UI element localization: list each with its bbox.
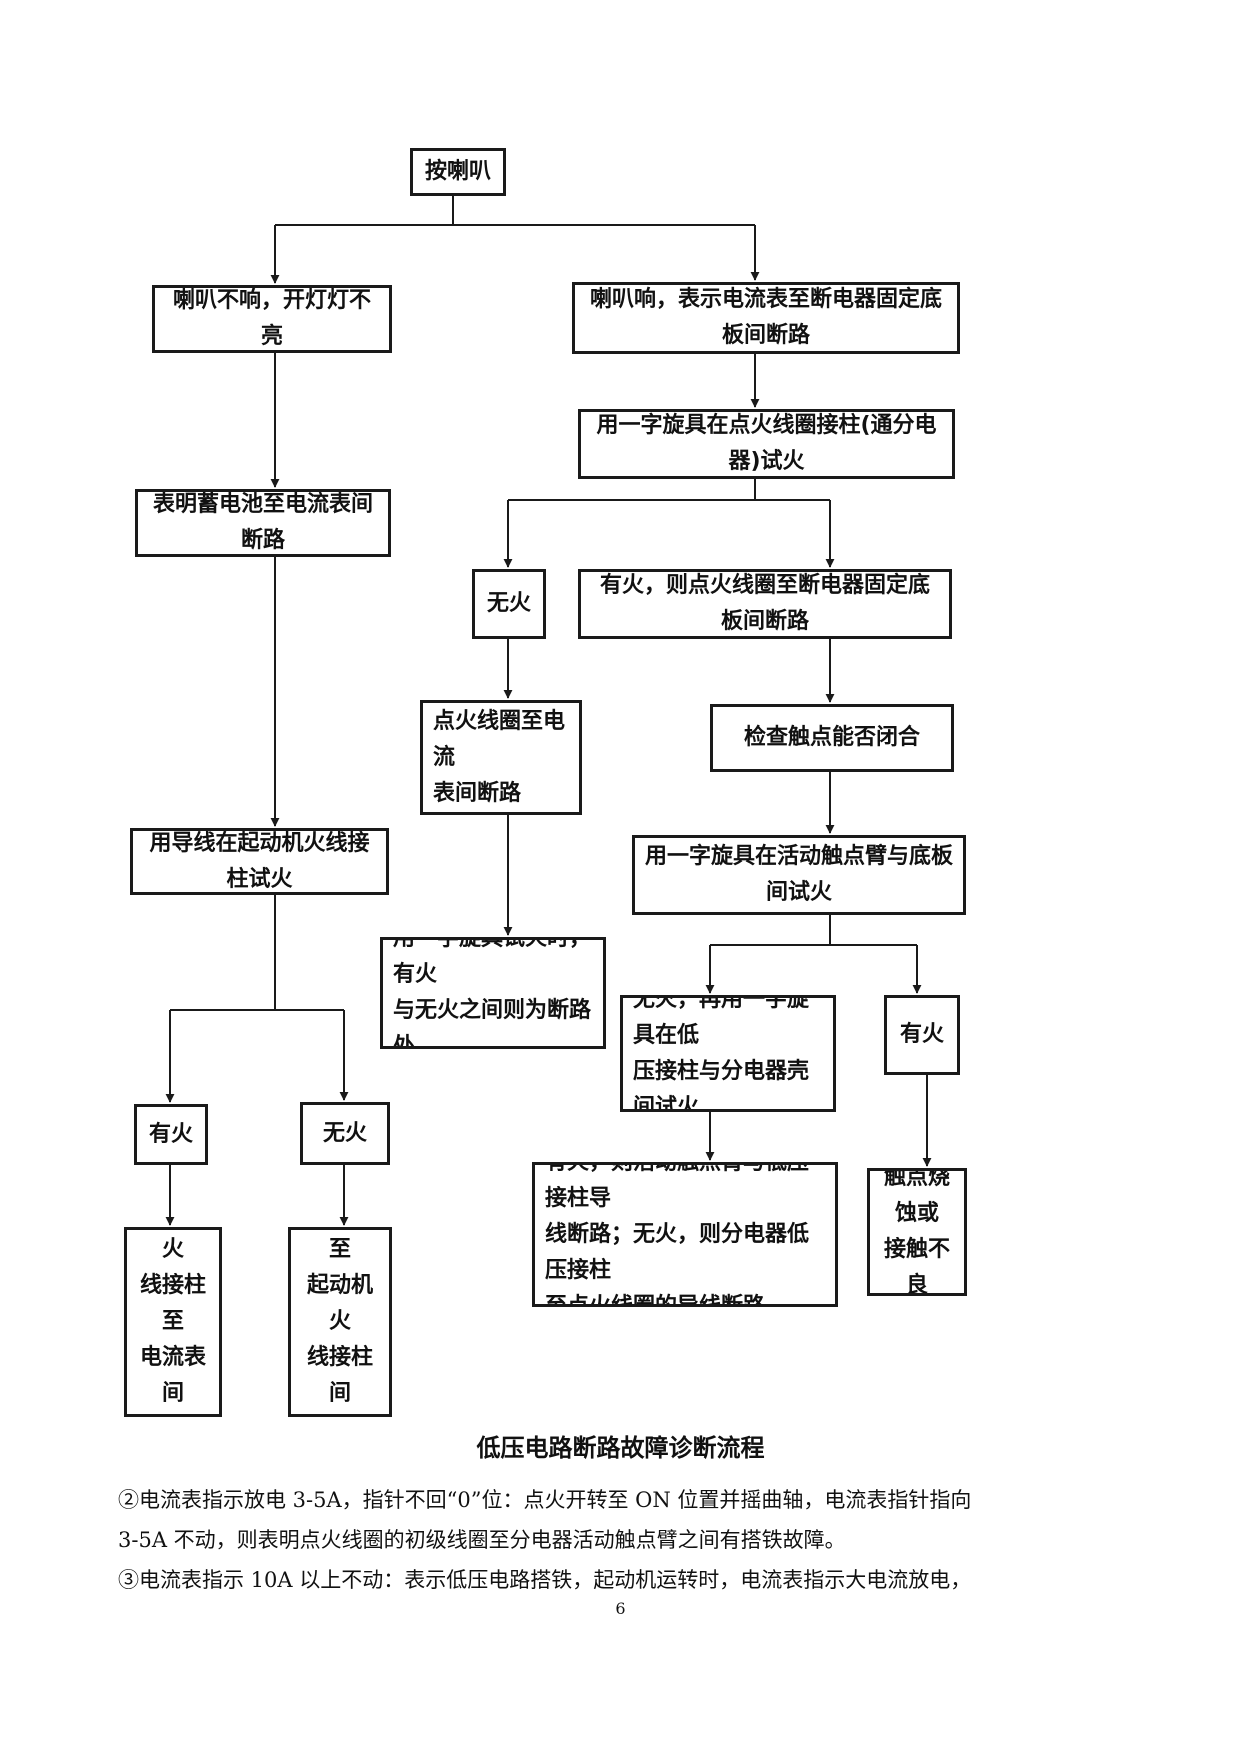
node-battery-to-starter: 蓄电池至 起动机火 线接柱间 断路 (288, 1227, 392, 1417)
page-number: 6 (615, 1599, 626, 1618)
node-check-contacts: 检查触点能否闭合 (710, 704, 954, 772)
node-press-horn: 按喇叭 (410, 148, 506, 196)
node-spark-3: 有火 (134, 1104, 208, 1165)
diagram-caption: 低压电路断路故障诊断流程 (476, 1434, 765, 1462)
node-spark-1: 有火，则点火线圈至断电器固定底板间断路 (578, 569, 952, 639)
node-arm-lowvolt-break: 有火，则活动触点臂与低压接柱导 线断路；无火，则分电器低压接柱 至点火线圈的导线… (532, 1162, 838, 1307)
node-starter-to-ammeter: 起动机火 线接柱至 电流表间 断路 (124, 1227, 222, 1417)
flowchart-connectors (165, 195, 932, 1226)
node-test-coil-post: 用一字旋具在点火线圈接柱(通分电器)试火 (578, 409, 955, 479)
node-spark-2: 有火 (884, 995, 960, 1075)
node-screwdriver-break: 用一字旋具试火时，有火 与无火之间则为断路处 (380, 937, 606, 1049)
node-test-starter-post: 用导线在起动机火线接柱试火 (130, 828, 389, 895)
node-no-spark-3: 无火 (300, 1102, 390, 1165)
node-no-horn-no-light: 喇叭不响，开灯灯不亮 (152, 285, 392, 353)
node-coil-to-ammeter: 点火线圈至电流 表间断路 (420, 700, 582, 815)
paragraph-line: ③电流表指示 10A 以上不动：表示低压电路搭铁，起动机运转时，电流表指示大电流… (118, 1568, 972, 1592)
node-no-spark-2: 无火，再用一字旋具在低 压接柱与分电器壳间试火 (620, 995, 836, 1112)
node-test-arm-base: 用一字旋具在活动触点臂与底板间试火 (632, 835, 966, 915)
node-battery-to-ammeter: 表明蓄电池至电流表间断路 (135, 489, 391, 557)
node-no-spark-1: 无火 (472, 569, 546, 639)
paragraph-line: 3-5A 不动，则表明点火线圈的初级线圈至分电器活动触点臂之间有搭铁故障。 (118, 1528, 846, 1552)
node-horn-sounds: 喇叭响，表示电流表至断电器固定底板间断路 (572, 282, 960, 354)
paragraph-line: ②电流表指示放电 3-5A，指针不回“0”位：点火开转至 ON 位置并摇曲轴，电… (118, 1488, 972, 1512)
node-contacts-burnt: 触点烧蚀或 接触不良 (867, 1168, 967, 1296)
